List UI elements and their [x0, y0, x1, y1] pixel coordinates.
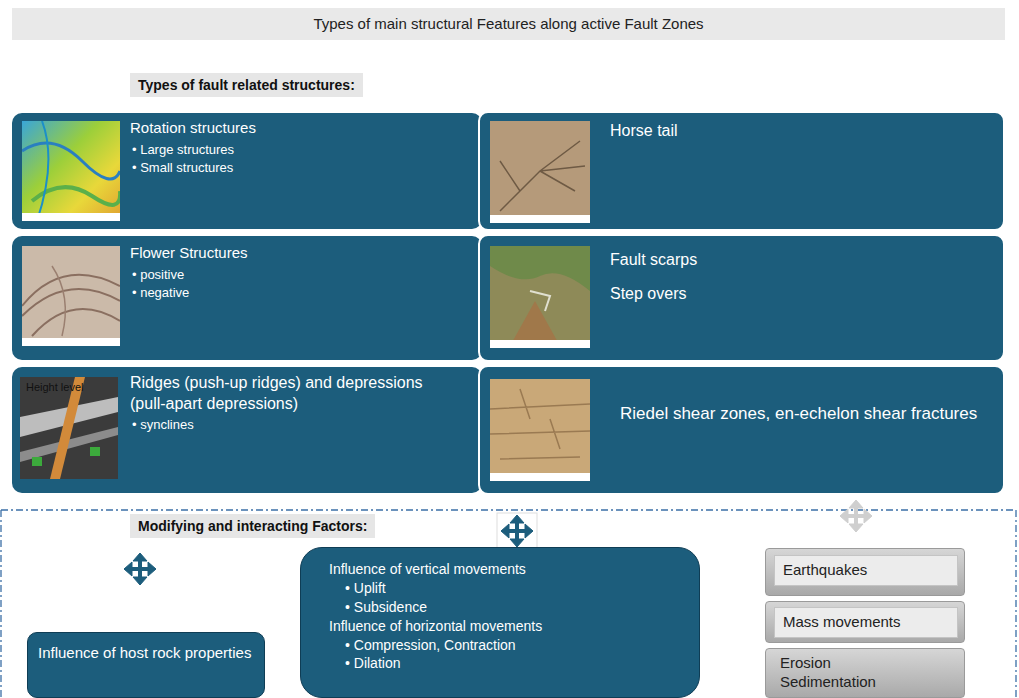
feature-box: Rotation structures • Large structures • S…: [12, 113, 482, 229]
rotation-map: [22, 121, 120, 221]
box-text: • Subsidence: [345, 598, 689, 617]
section-heading: Modifying and interacting Factors:: [130, 514, 375, 538]
box-heading: Influence of host rock properties: [38, 643, 256, 663]
box-heading: Earthquakes: [783, 561, 949, 580]
box-text: • synclines: [132, 417, 430, 433]
dashed-region: [1, 510, 1016, 698]
box-text: • Dilation: [345, 654, 689, 673]
feature-box: Riedel shear zones, en-echelon shear fra…: [478, 365, 1005, 495]
box-text: • Uplift: [345, 579, 689, 598]
feature-box: Ridges (push-up ridges) and depressions …: [12, 367, 482, 493]
section-heading: Types of fault related structures:: [130, 73, 363, 97]
box-text: Step overs: [610, 284, 980, 304]
move-icon: [501, 515, 533, 547]
box-heading: Rotation structures: [130, 119, 470, 138]
factor-bar: Erosion Sedimentation: [765, 648, 965, 698]
feature-box: Flower Structures • positive • negative: [12, 236, 482, 360]
factor-bar: Mass movements: [765, 601, 965, 643]
box-text: • Compression, Contraction: [345, 636, 689, 655]
title-band: [12, 8, 1005, 40]
factor-bar: Earthquakes: [765, 548, 965, 596]
box-heading: Riedel shear zones, en-echelon shear fra…: [620, 403, 990, 426]
box-heading: Erosion Sedimentation: [780, 654, 890, 692]
box-text: • positive: [132, 267, 470, 283]
horse-tail-image: [490, 121, 590, 223]
box-text: • negative: [132, 285, 470, 301]
flower-structure-image: [22, 246, 120, 346]
title: Types of main structural Features along …: [12, 8, 1005, 40]
box-heading: Flower Structures: [130, 244, 470, 263]
box-text: • Small structures: [132, 160, 470, 176]
box-heading: Influence of vertical movements: [329, 560, 689, 579]
feature-box: Influence of host rock properties: [27, 632, 265, 698]
icon-frame: [497, 513, 537, 549]
feature-box: Fault scarpsStep overs: [478, 234, 1005, 362]
move-icon: [124, 553, 156, 585]
fault-scarp-image: [490, 246, 590, 348]
riedel-shear-image: [490, 379, 590, 481]
box-text: • Large structures: [132, 142, 470, 158]
feature-box: Horse tail: [478, 111, 1005, 231]
image-label: Height level: [24, 381, 85, 393]
box-heading: Horse tail: [610, 121, 980, 141]
box-heading: Fault scarps: [610, 250, 980, 270]
box-heading: Ridges (push-up ridges) and depressions …: [130, 373, 430, 415]
move-icon: [840, 500, 872, 532]
box-text: Influence of horizontal movements: [329, 617, 689, 636]
feature-box: Influence of vertical movements• Uplift•…: [300, 547, 700, 698]
box-heading: Mass movements: [783, 613, 949, 632]
